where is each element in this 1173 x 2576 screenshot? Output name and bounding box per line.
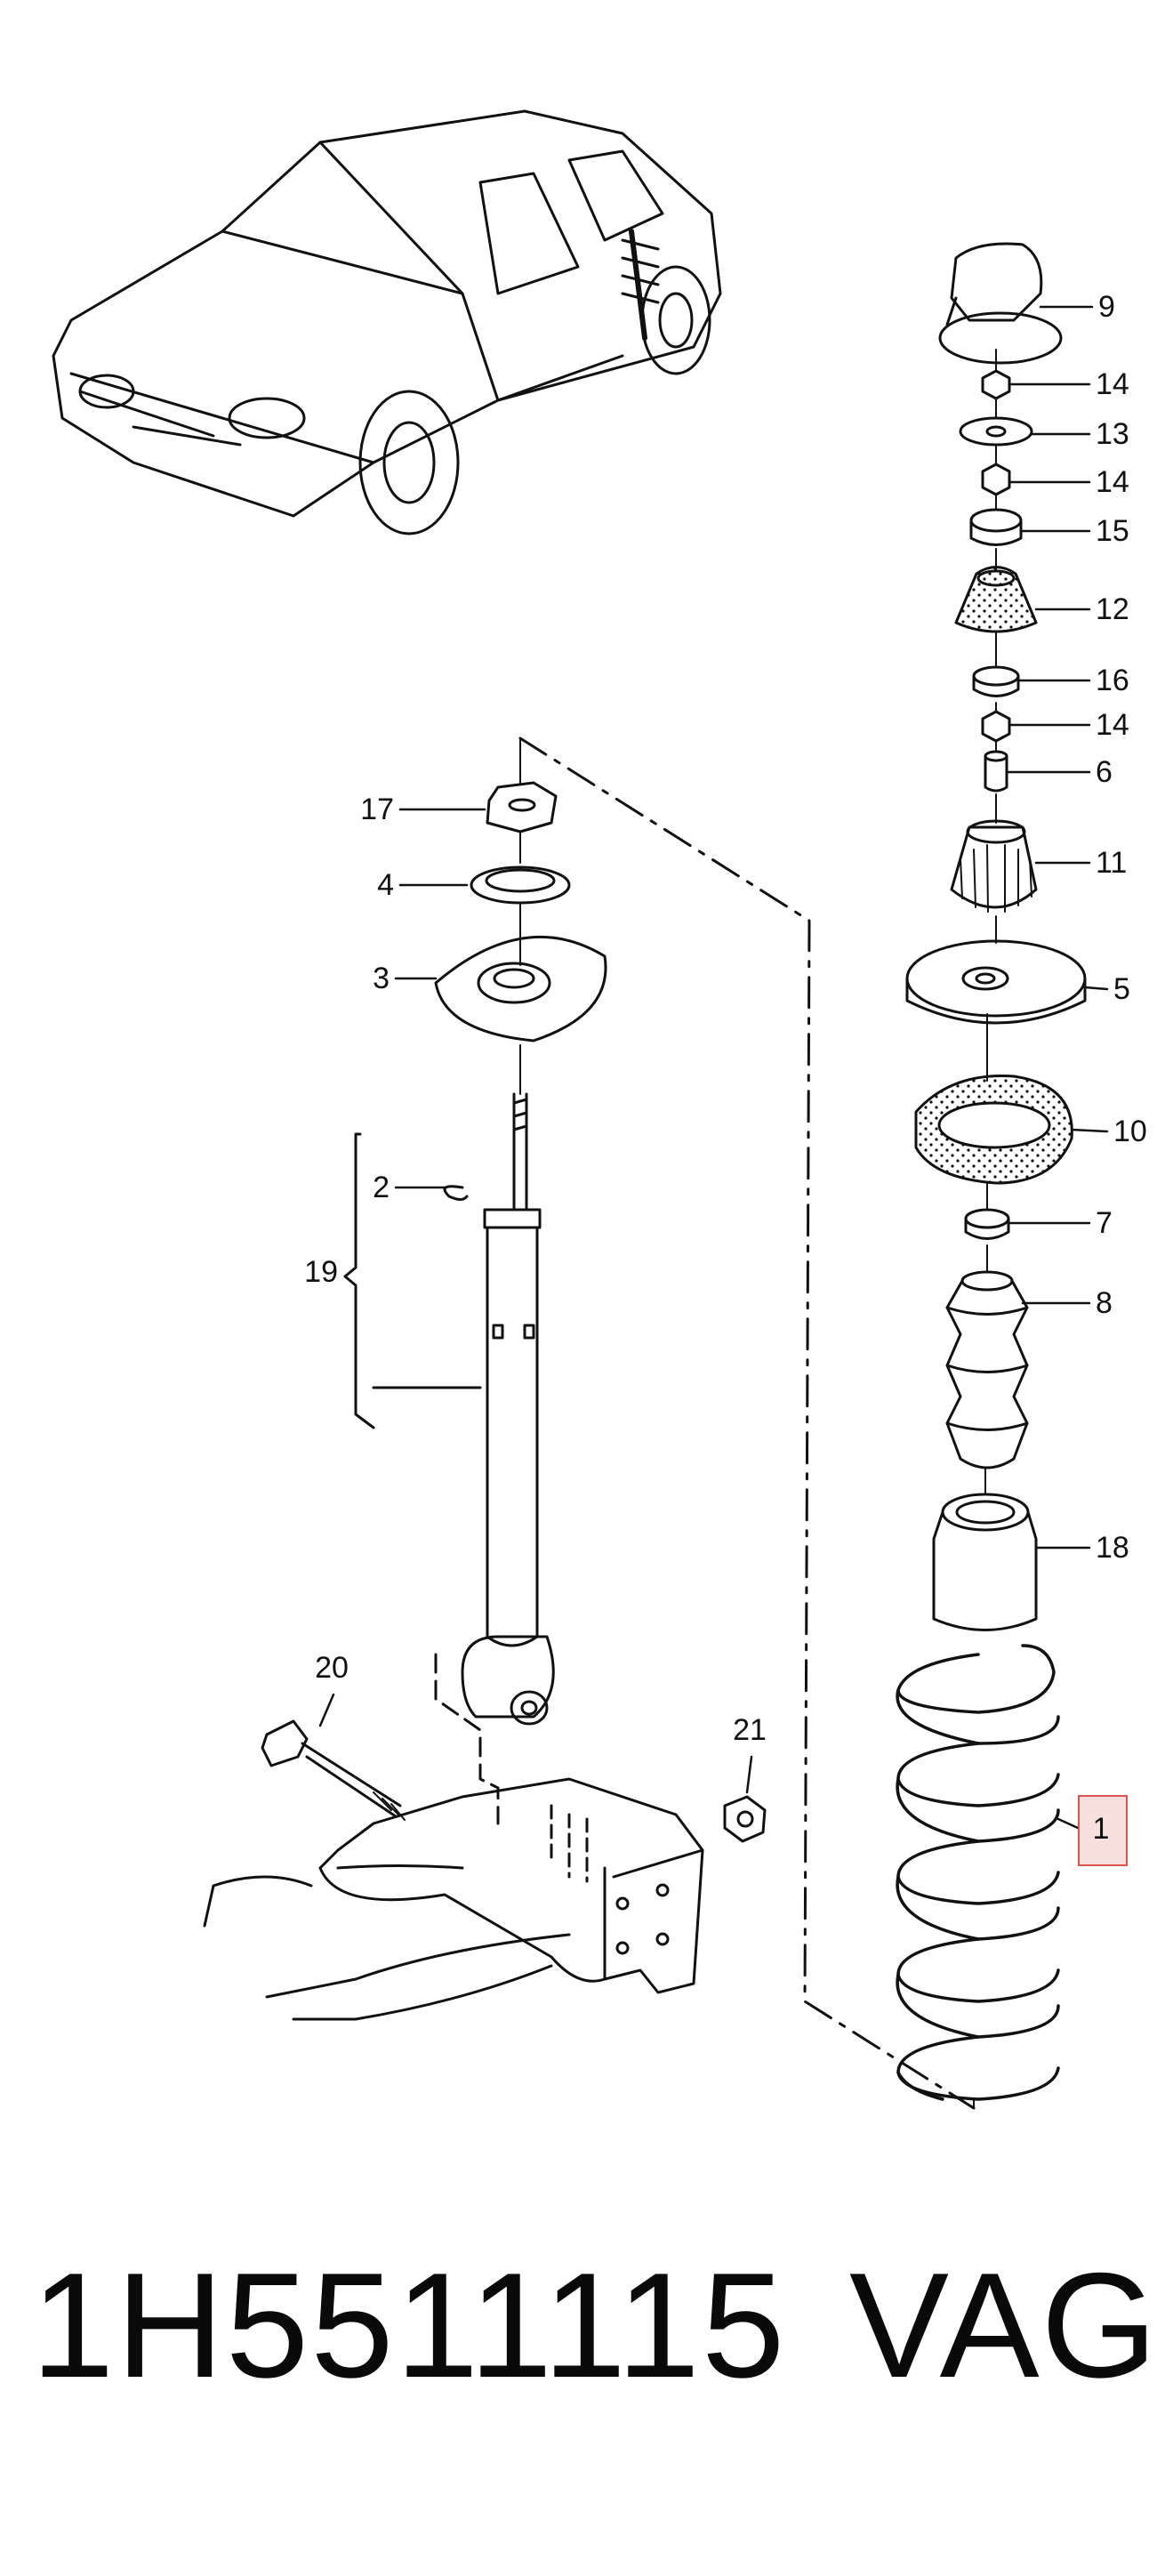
callout-20: 20 [315, 1651, 349, 1685]
car-illustration [52, 109, 722, 535]
callout-2: 2 [373, 1171, 390, 1204]
callout-21: 21 [733, 1713, 767, 1747]
part-number: 1H5511115 [31, 2242, 787, 2409]
stack-centerline [984, 349, 997, 1495]
callout-14b: 14 [1096, 465, 1129, 499]
callout-14c: 14 [1096, 708, 1129, 742]
callout-17: 17 [360, 793, 394, 826]
callout-1: 1 [1092, 1812, 1110, 1846]
assembly-outline [518, 737, 976, 2110]
callout-10: 10 [1113, 1115, 1147, 1148]
callout-13: 13 [1096, 417, 1129, 451]
callout-12: 12 [1096, 592, 1129, 626]
callout-16: 16 [1096, 664, 1129, 697]
callout-14a: 14 [1096, 367, 1129, 401]
callout-6: 6 [1096, 755, 1113, 789]
callout-7: 7 [1096, 1206, 1113, 1240]
brand-name: VAG [849, 2242, 1160, 2409]
callout-19: 19 [304, 1255, 338, 1289]
callout-3: 3 [373, 962, 390, 995]
callout-9: 9 [1098, 290, 1115, 324]
callout-15: 15 [1096, 514, 1129, 548]
highlight-box-part-1 [1078, 1795, 1128, 1866]
coil-spring [896, 1644, 1060, 2109]
callout-18: 18 [1096, 1531, 1129, 1565]
callout-5: 5 [1113, 972, 1130, 1006]
spring-mount-stack [905, 242, 1087, 1631]
callout-4: 4 [377, 868, 394, 902]
leader-lines [318, 305, 1109, 1830]
shock-absorber-assembly [203, 737, 767, 2021]
callout-11: 11 [1096, 846, 1128, 880]
callout-8: 8 [1096, 1286, 1113, 1320]
